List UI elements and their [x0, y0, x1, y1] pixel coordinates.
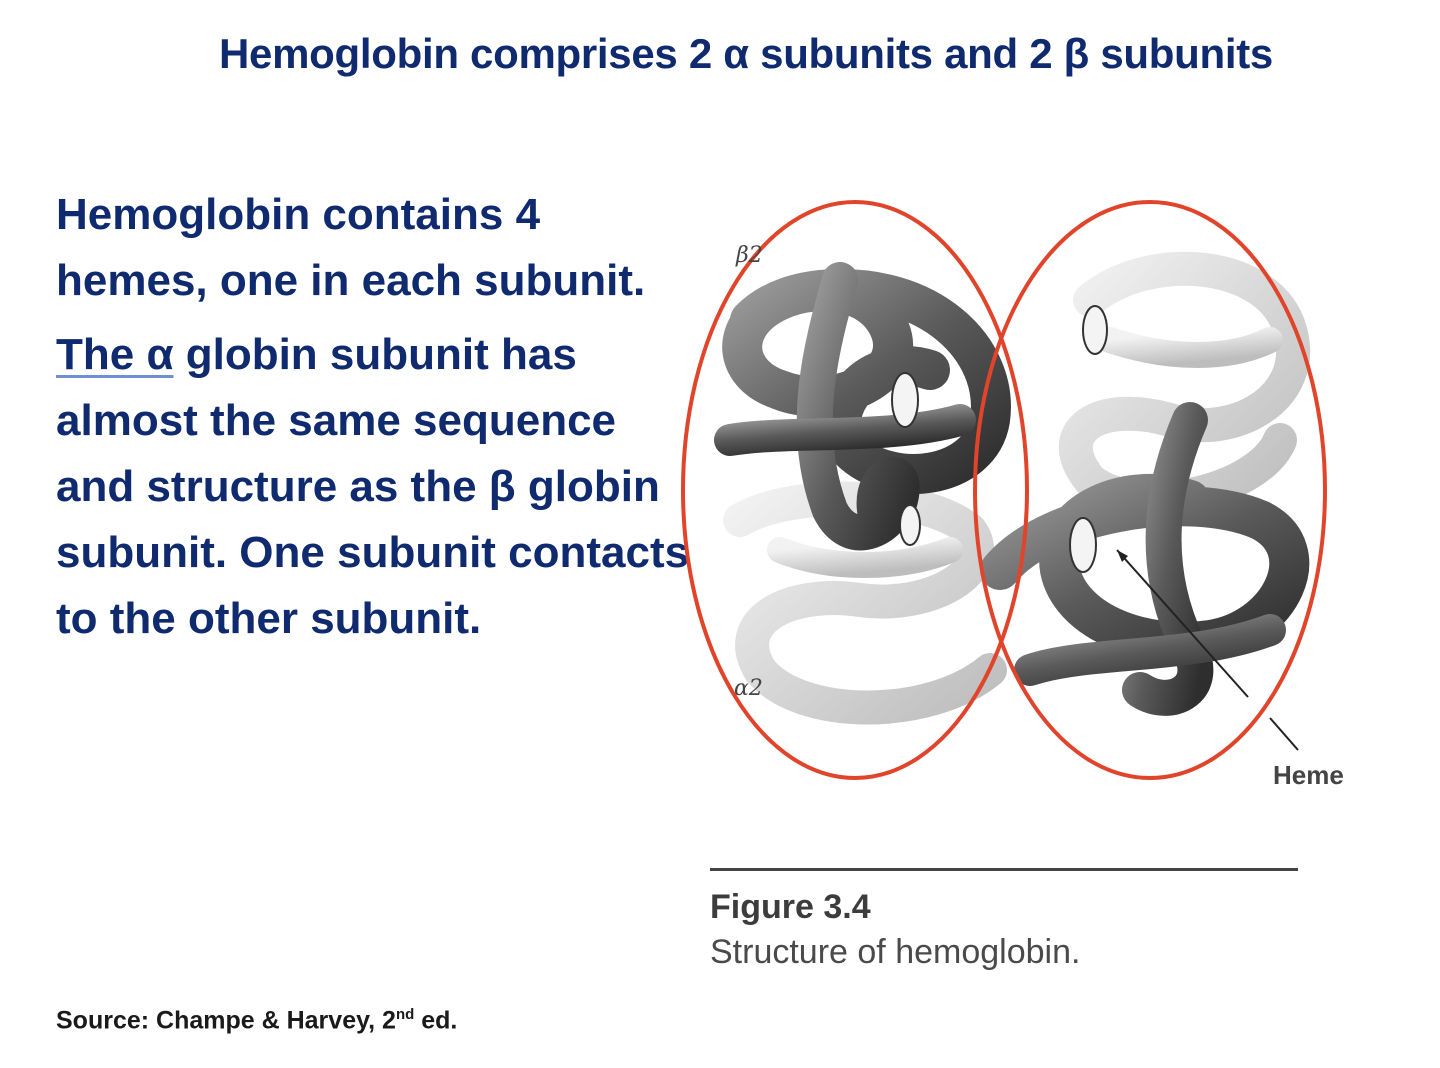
- heme-leader-line: [1269, 717, 1299, 751]
- heme-pointer-arrowhead: [1117, 550, 1128, 562]
- right-dimer-outline: [973, 200, 1327, 780]
- beta2-label: β2: [735, 243, 763, 268]
- figure-divider: [710, 868, 1298, 871]
- source-citation: Source: Champe & Harvey, 2nd ed.: [56, 1006, 458, 1035]
- paragraph-alpha-beta-rest: globin subunit has almost the same seque…: [56, 330, 690, 643]
- paragraph-hemes: Hemoglobin contains 4 hemes, one in each…: [56, 190, 646, 305]
- heme-groups: [891, 305, 1108, 573]
- left-dimer-outline: [681, 200, 1029, 780]
- alpha-underlined-phrase: The α: [56, 330, 174, 379]
- slide-title: Hemoglobin comprises 2 α subunits and 2 …: [219, 30, 1273, 77]
- alpha2-label: α2: [734, 676, 763, 701]
- paragraph-alpha-beta: The α globin subunit has almost the same…: [56, 322, 696, 652]
- body-text: Hemoglobin contains 4 hemes, one in each…: [56, 182, 696, 652]
- figure-caption: Structure of hemoglobin.: [710, 933, 1081, 971]
- dark-subunit-chains: [714, 262, 1310, 716]
- hemoglobin-structure-figure: β2 α2 Heme: [681, 200, 1344, 790]
- heme-pointer-line: [1116, 549, 1249, 698]
- heme-label: Heme: [1273, 760, 1344, 790]
- figure-number: Figure 3.4: [710, 888, 871, 926]
